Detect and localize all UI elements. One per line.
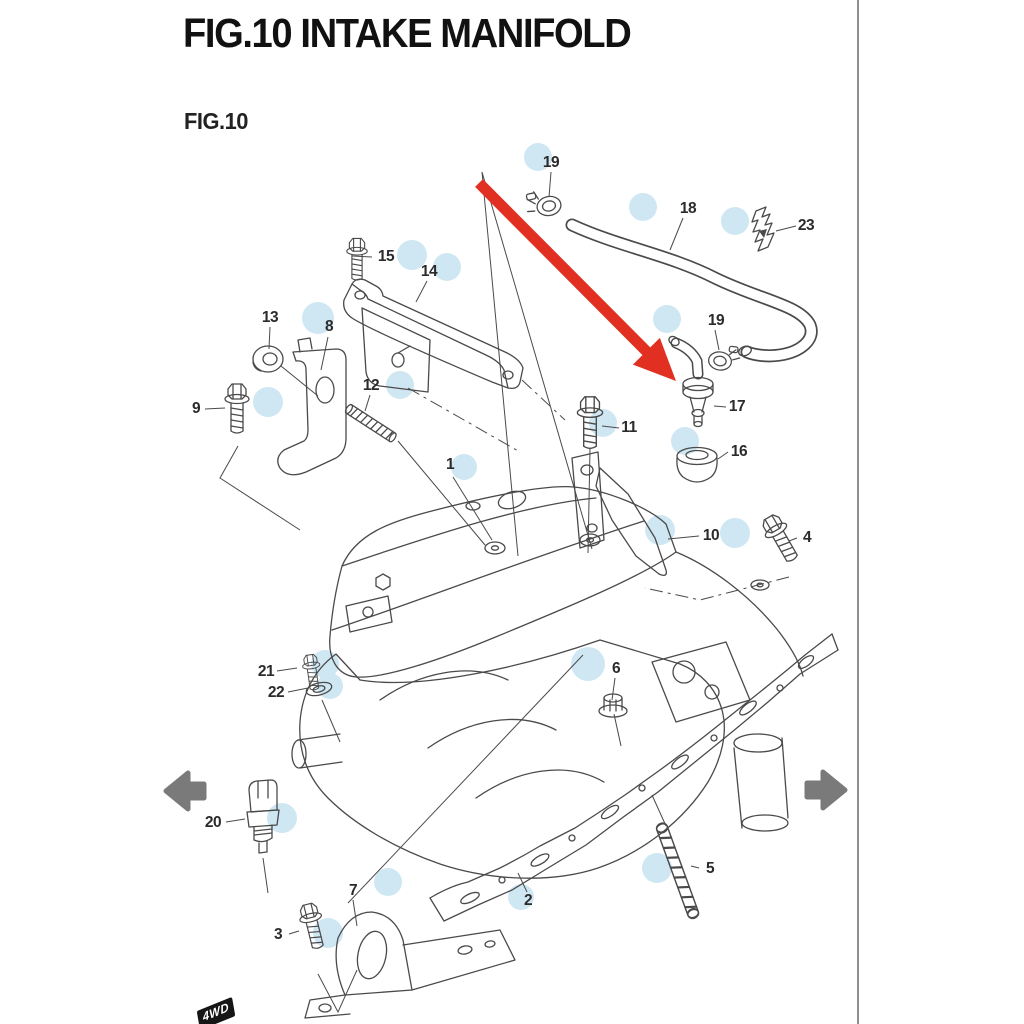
highlight-circle	[302, 302, 334, 334]
part-clamp-19-upper	[525, 191, 562, 217]
right-arrow-icon	[804, 769, 848, 811]
manifold-body	[291, 486, 804, 879]
leader-lines	[204, 171, 798, 1014]
centerline-leaders	[407, 379, 790, 601]
highlight-circle	[524, 143, 552, 171]
highlight-circle	[386, 371, 414, 399]
highlight-circle	[653, 305, 681, 333]
highlight-circle	[451, 454, 477, 480]
part-bracket-10	[571, 451, 667, 576]
part-bolt-3	[296, 901, 330, 952]
part-sensor-20	[246, 779, 280, 854]
highlight-circle	[629, 193, 657, 221]
part-stud-5	[654, 820, 701, 921]
part-valve-17	[668, 335, 714, 428]
highlight-circle	[374, 868, 402, 896]
highlight-circle	[253, 387, 283, 417]
part-washer-22	[305, 681, 333, 697]
highlight-circle	[397, 240, 427, 270]
left-arrow-icon	[163, 770, 207, 812]
part-clamp-19-lower	[708, 345, 741, 371]
part-nut-6	[598, 693, 628, 718]
next-page-button[interactable]	[803, 765, 849, 815]
previous-page-button[interactable]	[162, 766, 208, 816]
page-title: FIG.10 INTAKE MANIFOLD	[183, 10, 632, 56]
highlight-circle	[433, 253, 461, 281]
part-bolt-11	[576, 396, 604, 449]
part-stud-12	[343, 402, 399, 444]
part-bracket-7	[304, 911, 516, 1019]
red-arrow-shaft	[475, 179, 655, 360]
part-gasket-2	[429, 633, 839, 922]
part-bolt-15	[346, 237, 368, 281]
part-grommet-13	[252, 345, 284, 373]
part-bracket-14	[343, 278, 524, 393]
figure-label: FIG.10	[184, 108, 248, 134]
red-arrow-head	[632, 337, 676, 381]
page-right-edge	[857, 0, 859, 1024]
part-bracket-8	[277, 337, 347, 476]
highlight-circle	[571, 647, 605, 681]
highlight-circle	[508, 884, 534, 910]
part-grommet-16	[676, 446, 718, 483]
highlight-circle	[721, 207, 749, 235]
part-clip-23	[751, 206, 775, 252]
highlight-circle	[720, 518, 750, 548]
part-hose-18	[565, 218, 818, 363]
part-bolt-9	[224, 383, 250, 434]
red-pointer-arrow	[475, 179, 676, 381]
